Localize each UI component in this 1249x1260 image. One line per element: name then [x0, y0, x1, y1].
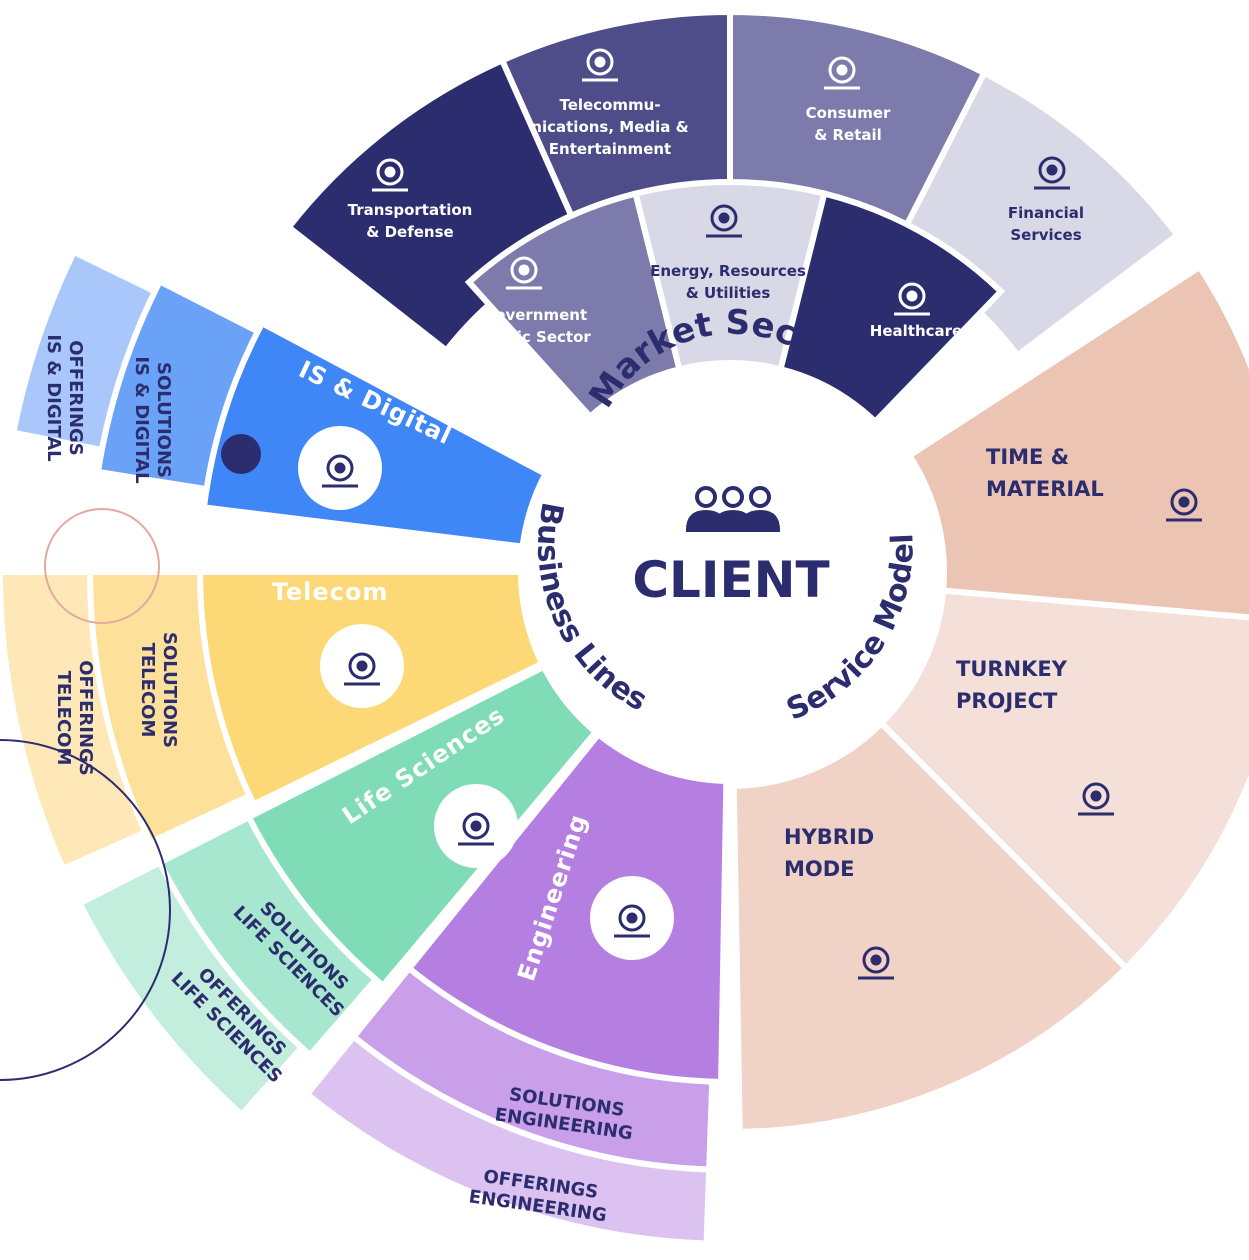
puzzle-hand-icon [1078, 782, 1114, 816]
center-circle [518, 360, 942, 784]
business-line-0 [200, 319, 551, 550]
service-model-label: TIME &MATERIAL [986, 445, 1104, 501]
hand-box-icon [824, 56, 860, 90]
offerings-label: OFFERINGSIS & DIGITAL [43, 334, 86, 461]
solutions-label: SOLUTIONSIS & DIGITAL [131, 356, 174, 483]
solutions-label: SOLUTIONSTELECOM [137, 632, 180, 748]
client-title: CLIENT [632, 551, 829, 609]
market-sector-label: Consumer& Retail [806, 104, 891, 144]
team-flag-icon [1166, 488, 1202, 522]
client-icon [685, 486, 781, 532]
decorative-arc [0, 739, 171, 1081]
microscope-icon [458, 812, 494, 846]
icons-layer [298, 48, 1202, 980]
market-sector-label: Telecommu-nications, Media &Entertainmen… [531, 96, 688, 158]
helmet-gear-icon [614, 904, 650, 938]
service-model-0 [905, 262, 1249, 621]
sectors-layer [0, 8, 1249, 1247]
market-sector-label: Healthcare [870, 322, 962, 340]
business-line-label: Telecom [272, 578, 389, 606]
decorative-ring [44, 508, 160, 624]
heart-jar-icon [894, 282, 930, 316]
network-icon [582, 48, 618, 82]
atom-icon [706, 204, 742, 238]
decorative-dot [221, 434, 261, 474]
gear-cycle-icon [858, 946, 894, 980]
offerings-band-0 [9, 247, 159, 454]
service-model-1 [877, 587, 1249, 973]
bank-chart-icon [1034, 156, 1070, 190]
people-circle-icon [506, 256, 542, 290]
market-sector-label: Energy, Resources& Utilities [650, 262, 806, 302]
offerings-band-3 [302, 1032, 713, 1247]
service-model-2 [730, 719, 1131, 1135]
antenna-tower-icon [344, 652, 380, 686]
robot-arm-icon [322, 454, 358, 488]
market-sector-label: Transportation& Defense [348, 201, 473, 241]
truck-shield-icon [372, 158, 408, 192]
offerings-label: OFFERINGSTELECOM [53, 660, 96, 776]
offerings-band-2 [75, 858, 306, 1119]
